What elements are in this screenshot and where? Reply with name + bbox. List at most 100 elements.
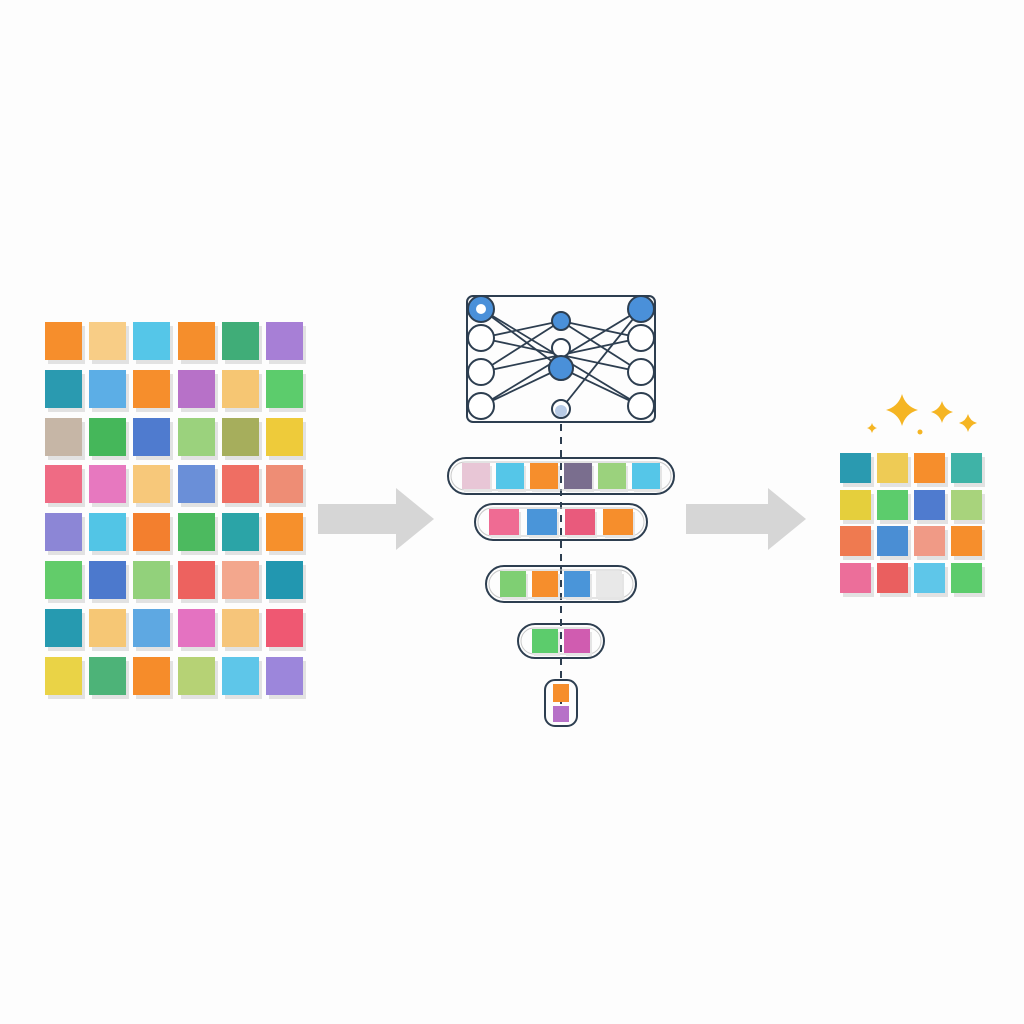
input-tile (133, 656, 171, 695)
input-tile (177, 322, 215, 360)
output-tile (914, 453, 945, 483)
output-tile (840, 562, 871, 593)
input-tile (266, 465, 303, 504)
encoder-cell (532, 571, 558, 597)
encoder-cell (496, 463, 524, 489)
network-node-shade (555, 405, 567, 417)
input-tile (89, 369, 127, 408)
encoder-cell (489, 509, 519, 535)
network-node (548, 355, 574, 381)
input-tile (45, 513, 82, 552)
arrow-right-icon (318, 488, 434, 554)
network-connection (560, 308, 642, 410)
output-tile (951, 526, 982, 556)
network-node (467, 324, 495, 352)
encoder-cell (603, 509, 633, 535)
encoder-cell (596, 571, 622, 597)
input-tile (89, 465, 127, 504)
network-frame (466, 295, 656, 423)
network-node (627, 392, 655, 420)
encoder-cell (462, 463, 490, 489)
output-tile (951, 489, 982, 520)
input-tile (133, 369, 171, 408)
input-tile (45, 417, 82, 456)
encoder-cell (564, 571, 590, 597)
arrow-right-icon (686, 488, 806, 554)
input-tile (221, 513, 259, 552)
sparkle-icon (867, 423, 877, 433)
encoder-cell (564, 463, 592, 489)
encoder-layer-outline (474, 503, 648, 541)
output-tile (951, 562, 982, 593)
input-tile (45, 656, 82, 695)
network-node (467, 358, 495, 386)
input-tile (177, 608, 215, 647)
input-tile (89, 608, 127, 647)
output-tile (914, 526, 945, 556)
network-node (627, 324, 655, 352)
input-tile (177, 465, 215, 504)
network-node (627, 295, 655, 323)
encoder-layer-inner (520, 627, 602, 655)
input-tile (221, 608, 259, 647)
encoder-layer-inner (477, 507, 645, 537)
encoder-layer-inner (488, 569, 634, 599)
encoder-cell (527, 509, 557, 535)
encoder-layer-outline (485, 565, 637, 603)
input-tile (266, 656, 303, 695)
encoder-cell (532, 629, 558, 653)
network-connection (480, 367, 562, 407)
input-tile (177, 417, 215, 456)
input-tile (133, 465, 171, 504)
network-connection (560, 367, 642, 407)
output-tile (914, 562, 945, 593)
input-tile (89, 656, 127, 695)
input-tile (45, 561, 82, 599)
input-tile (177, 656, 215, 695)
input-tile (177, 369, 215, 408)
input-tile (45, 322, 82, 360)
encoder-cell (565, 509, 595, 535)
sparkle-icon (959, 414, 977, 432)
output-tile (840, 453, 871, 483)
input-tile (266, 369, 303, 408)
input-tile (221, 369, 259, 408)
output-tile (877, 562, 908, 593)
output-tile (877, 489, 908, 520)
input-tile (89, 417, 127, 456)
encoder-cell (632, 463, 660, 489)
encoder-layer-inner (450, 461, 672, 491)
input-tile (45, 465, 82, 504)
encoder-cell (598, 463, 626, 489)
output-tile (840, 489, 871, 520)
input-tile (221, 322, 259, 360)
input-tile (266, 608, 303, 647)
network-node (551, 311, 571, 331)
input-tile (45, 369, 82, 408)
network-node-core (476, 304, 486, 314)
sparkle-dot (917, 429, 923, 435)
input-tile (89, 322, 127, 360)
output-tile (877, 526, 908, 556)
input-tile (221, 561, 259, 599)
encoder-cell (530, 463, 558, 489)
encoder-cell (564, 629, 590, 653)
input-tile (133, 513, 171, 552)
input-tile (266, 417, 303, 456)
input-tile (221, 656, 259, 695)
input-tile (266, 322, 303, 360)
input-tile (266, 561, 303, 599)
input-tile (133, 561, 171, 599)
input-tile (133, 608, 171, 647)
input-tile (89, 561, 127, 599)
input-tile (221, 417, 259, 456)
encoder-layer-outline (544, 679, 578, 727)
sparkle-icon (931, 401, 953, 423)
output-tile (877, 453, 908, 483)
input-tile (133, 417, 171, 456)
output-tile (914, 489, 945, 520)
input-tile (177, 561, 215, 599)
input-tile (221, 465, 259, 504)
